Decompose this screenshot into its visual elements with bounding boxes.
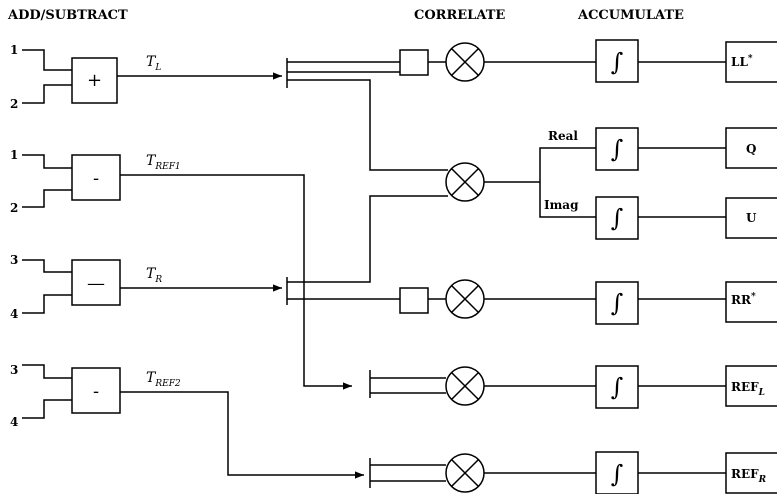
input-wires-4	[22, 364, 72, 419]
input-wires-1	[22, 49, 72, 104]
real-imag-split	[484, 147, 596, 218]
port-label: 4	[10, 415, 18, 429]
port-label: 1	[10, 148, 18, 162]
multiplier-ll	[445, 42, 485, 82]
input-group-tref1	[22, 154, 352, 390]
input-wires-2	[22, 154, 72, 208]
output-box-refr	[725, 452, 777, 494]
delay-block-ll	[399, 49, 429, 76]
integrator-rr	[595, 281, 639, 325]
port-label: 2	[10, 201, 18, 215]
output-label-refl: REFL	[731, 380, 765, 398]
integral-symbol: ∫	[611, 204, 624, 232]
integral-symbol: ∫	[611, 373, 624, 401]
output-label-ll: LL*	[731, 54, 753, 69]
cross-input-r	[287, 195, 448, 283]
tref2-signal-wire	[120, 391, 364, 479]
multiplier-cross	[445, 162, 485, 202]
refl-link	[370, 377, 446, 394]
output-label-refr: REFR	[731, 467, 767, 485]
real-label: Real	[548, 129, 578, 143]
port-label: 4	[10, 307, 18, 321]
header-add-subtract: ADD/SUBTRACT	[7, 8, 128, 23]
integrator-real	[595, 127, 639, 171]
integral-symbol: ∫	[611, 289, 624, 317]
refr-link	[370, 464, 446, 482]
minus-sign: -	[93, 168, 99, 189]
port-label: 3	[10, 253, 18, 267]
port-label: 2	[10, 97, 18, 111]
output-box-u	[725, 197, 777, 239]
port-label: 1	[10, 43, 18, 57]
multiplier-refl	[445, 366, 485, 406]
input-wires-3	[22, 259, 72, 314]
plus-sign: +	[87, 70, 102, 91]
output-box-rr	[725, 281, 777, 323]
minus-sign: —	[87, 273, 105, 294]
output-label-rr: RR*	[731, 292, 756, 307]
signal-label-tl: TL	[146, 54, 161, 73]
output-box-q	[725, 127, 777, 169]
header-accumulate: ACCUMULATE	[577, 8, 684, 23]
qu-to-outputs	[638, 147, 726, 218]
signal-label-tref1: TREF1	[146, 153, 181, 172]
delay-block-rr	[399, 287, 429, 314]
integral-symbol: ∫	[611, 48, 624, 76]
output-label-u: U	[746, 211, 757, 225]
minus-sign: -	[93, 381, 99, 402]
subtractor-block-ref2	[71, 367, 121, 414]
subtractor-block-ref1	[71, 154, 121, 201]
integrator-imag	[595, 196, 639, 240]
tref1-signal-wire	[120, 174, 352, 390]
output-label-q: Q	[746, 142, 756, 156]
ll-link	[287, 61, 400, 73]
integrator-refl	[595, 365, 639, 409]
header-correlate: CORRELATE	[414, 8, 505, 23]
input-group-tl	[22, 49, 282, 104]
integral-symbol: ∫	[611, 460, 624, 488]
port-label: 3	[10, 363, 18, 377]
imag-label: Imag	[544, 198, 579, 212]
adder-block	[71, 57, 118, 104]
input-group-tref2	[22, 364, 364, 479]
multiplier-refr	[445, 453, 485, 493]
output-box-refl	[725, 365, 777, 407]
multiplier-rr	[445, 279, 485, 319]
integral-symbol: ∫	[611, 135, 624, 163]
signal-label-tref2: TREF2	[146, 370, 181, 389]
signal-label-tr: TR	[146, 266, 162, 285]
input-group-tr	[22, 259, 282, 314]
subtractor-block-r	[71, 259, 121, 306]
cross-input-l	[287, 79, 448, 171]
integrator-ll	[595, 39, 639, 83]
output-box-ll	[725, 41, 777, 83]
